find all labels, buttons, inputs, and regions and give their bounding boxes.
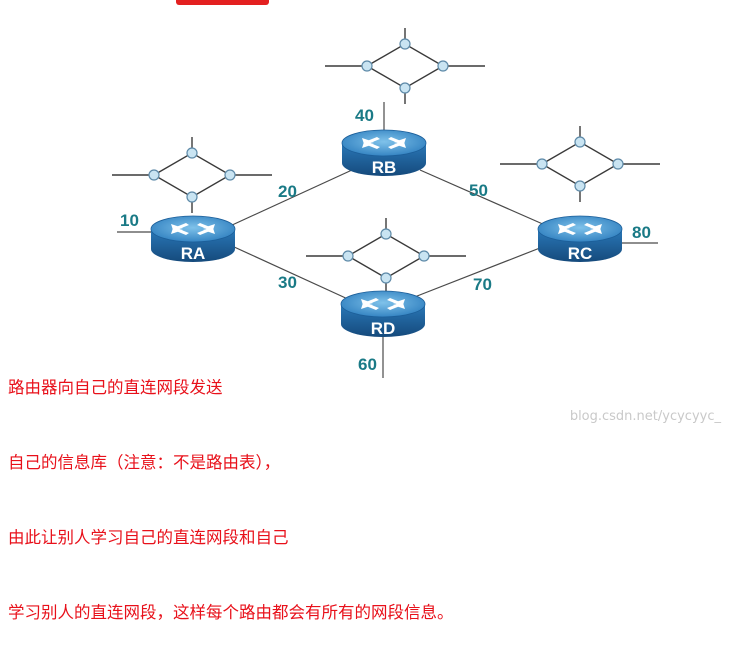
- router-links: [229, 169, 546, 301]
- top-red-strip: [176, 0, 269, 5]
- net-label-70: 70: [473, 275, 492, 294]
- note-line: 由此让别人学习自己的直连网段和自己: [8, 528, 289, 547]
- router-rc-label: RC: [568, 244, 593, 263]
- network-cloud-icon: [324, 27, 486, 105]
- link-ra-rb: [229, 169, 353, 227]
- net-label-30: 30: [278, 273, 297, 292]
- router-rd-label: RD: [371, 319, 396, 338]
- net-label-10: 10: [120, 211, 139, 230]
- link-ra-rd: [231, 245, 351, 301]
- note-line: 路由器向自己的直连网段发送: [8, 378, 223, 397]
- watermark: blog.csdn.net/ycycyyc_: [569, 409, 721, 424]
- net-label-40: 40: [355, 106, 374, 125]
- router-rd[interactable]: RD: [340, 290, 426, 338]
- router-ra[interactable]: RA: [150, 215, 236, 263]
- net-label-80: 80: [632, 223, 651, 242]
- network-cloud-icon: [111, 136, 273, 214]
- net-label-50: 50: [469, 181, 488, 200]
- explanation-note: 路由器向自己的直连网段发送 自己的信息库（注意：不是路由表）， 由此让别人学习自…: [8, 325, 454, 650]
- router-rc[interactable]: RC: [537, 215, 623, 263]
- net-label-20: 20: [278, 182, 297, 201]
- network-cloud-icon: [499, 125, 661, 203]
- router-rb[interactable]: RB: [341, 129, 427, 177]
- network-diagram: RB RA RC RD 10 20 30 40 50 60 70 80: [111, 27, 661, 378]
- note-line: 自己的信息库（注意：不是路由表），: [8, 453, 281, 472]
- link-rd-rc: [411, 245, 546, 299]
- link-rb-rc: [419, 169, 546, 226]
- network-cloud-icon: [305, 217, 467, 295]
- net-label-60: 60: [358, 355, 377, 374]
- router-ra-label: RA: [181, 244, 206, 263]
- router-rb-label: RB: [372, 158, 397, 177]
- note-line: 学习别人的直连网段，这样每个路由都会有所有的网段信息。: [8, 603, 454, 622]
